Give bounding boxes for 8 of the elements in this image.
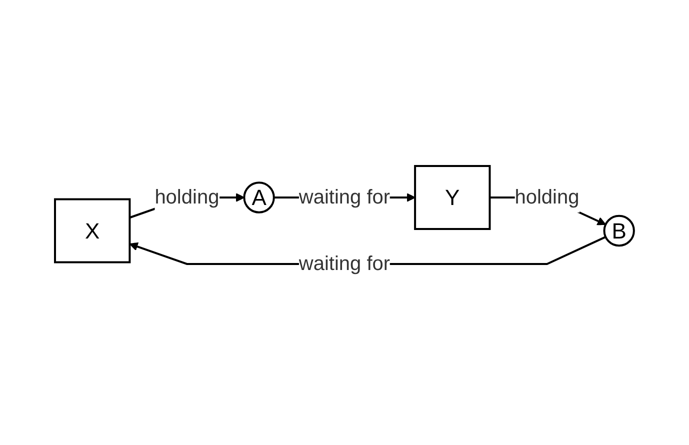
edge-label: waiting for bbox=[298, 253, 390, 275]
node-box: X bbox=[54, 198, 131, 264]
node-circle: A bbox=[243, 182, 275, 214]
node-box: Y bbox=[414, 165, 491, 230]
edge-label: waiting for bbox=[298, 186, 390, 208]
edge-label: holding bbox=[514, 186, 580, 208]
edge-label: holding bbox=[154, 186, 220, 208]
node-circle: B bbox=[603, 214, 635, 247]
